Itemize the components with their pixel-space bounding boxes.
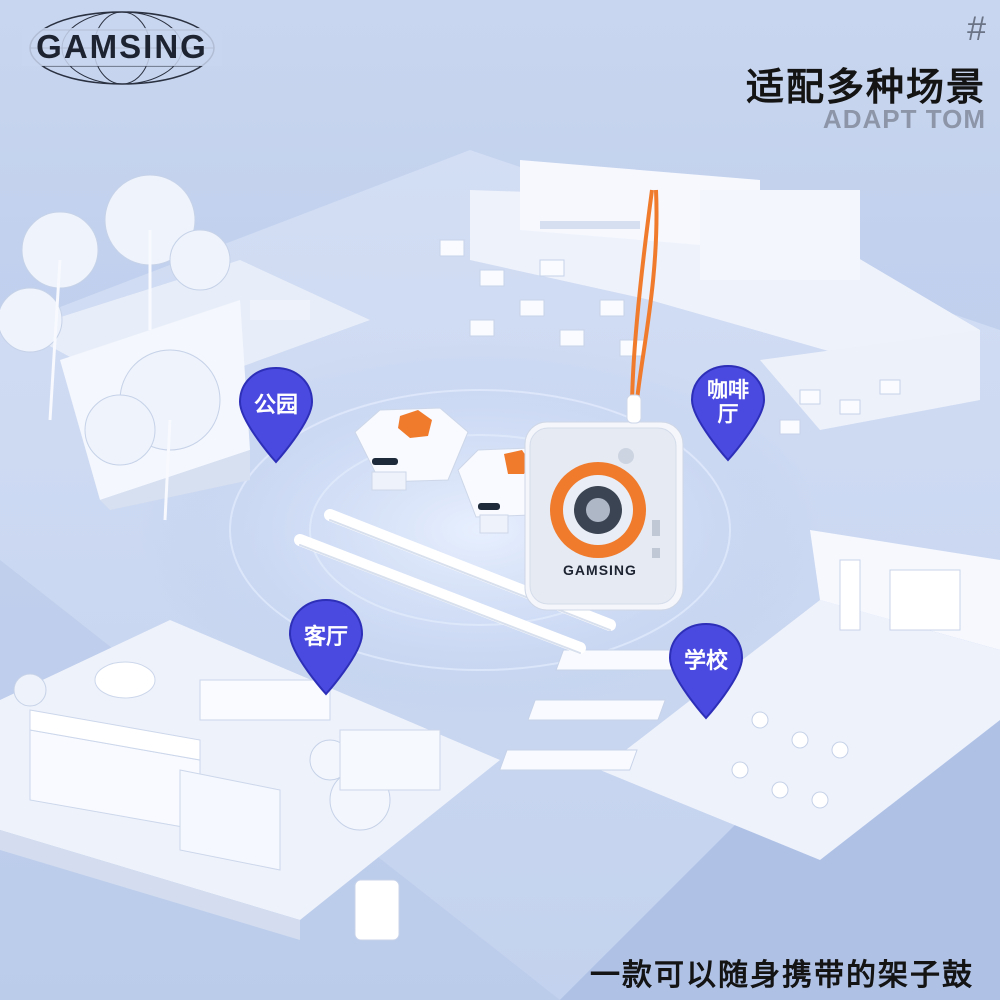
lanyard [626, 189, 659, 424]
park-area [0, 174, 370, 521]
speaker-brand-label: GAMSING [563, 562, 637, 578]
location-pin-school: 学校 [664, 620, 748, 720]
speaker-device [524, 421, 684, 611]
living-room-area [0, 620, 500, 941]
pin-label-living-room: 客厅 [303, 625, 348, 650]
map-pin-icon [238, 366, 314, 464]
location-pin-park: 公园 [234, 364, 318, 464]
sensor-pod-2 [457, 447, 541, 534]
map-pin-icon [288, 598, 364, 696]
bottom-tagline: 一款可以随身携带的架子鼓 [590, 959, 974, 992]
brand-name: GAMSING [22, 28, 222, 66]
pin-label-school: 学校 [683, 649, 728, 674]
map-pin-icon [668, 622, 744, 720]
hash-icon: # [967, 10, 986, 48]
location-pin-cafe: 咖啡厅 [686, 362, 770, 462]
page-subtitle: ADAPT TOM [822, 104, 986, 134]
location-pin-living-room: 客厅 [284, 596, 368, 696]
pin-label-park: 公园 [253, 393, 298, 418]
school-area [499, 530, 1000, 860]
page-title: 适配多种场景 [745, 67, 986, 109]
product-group [294, 189, 684, 654]
sensor-pod-1 [354, 407, 469, 491]
brand-logo: GAMSING [22, 8, 222, 86]
cafe-area [439, 160, 980, 435]
pin-label-cafe: 咖啡厅 [707, 378, 749, 426]
map-pin-icon [690, 364, 766, 462]
